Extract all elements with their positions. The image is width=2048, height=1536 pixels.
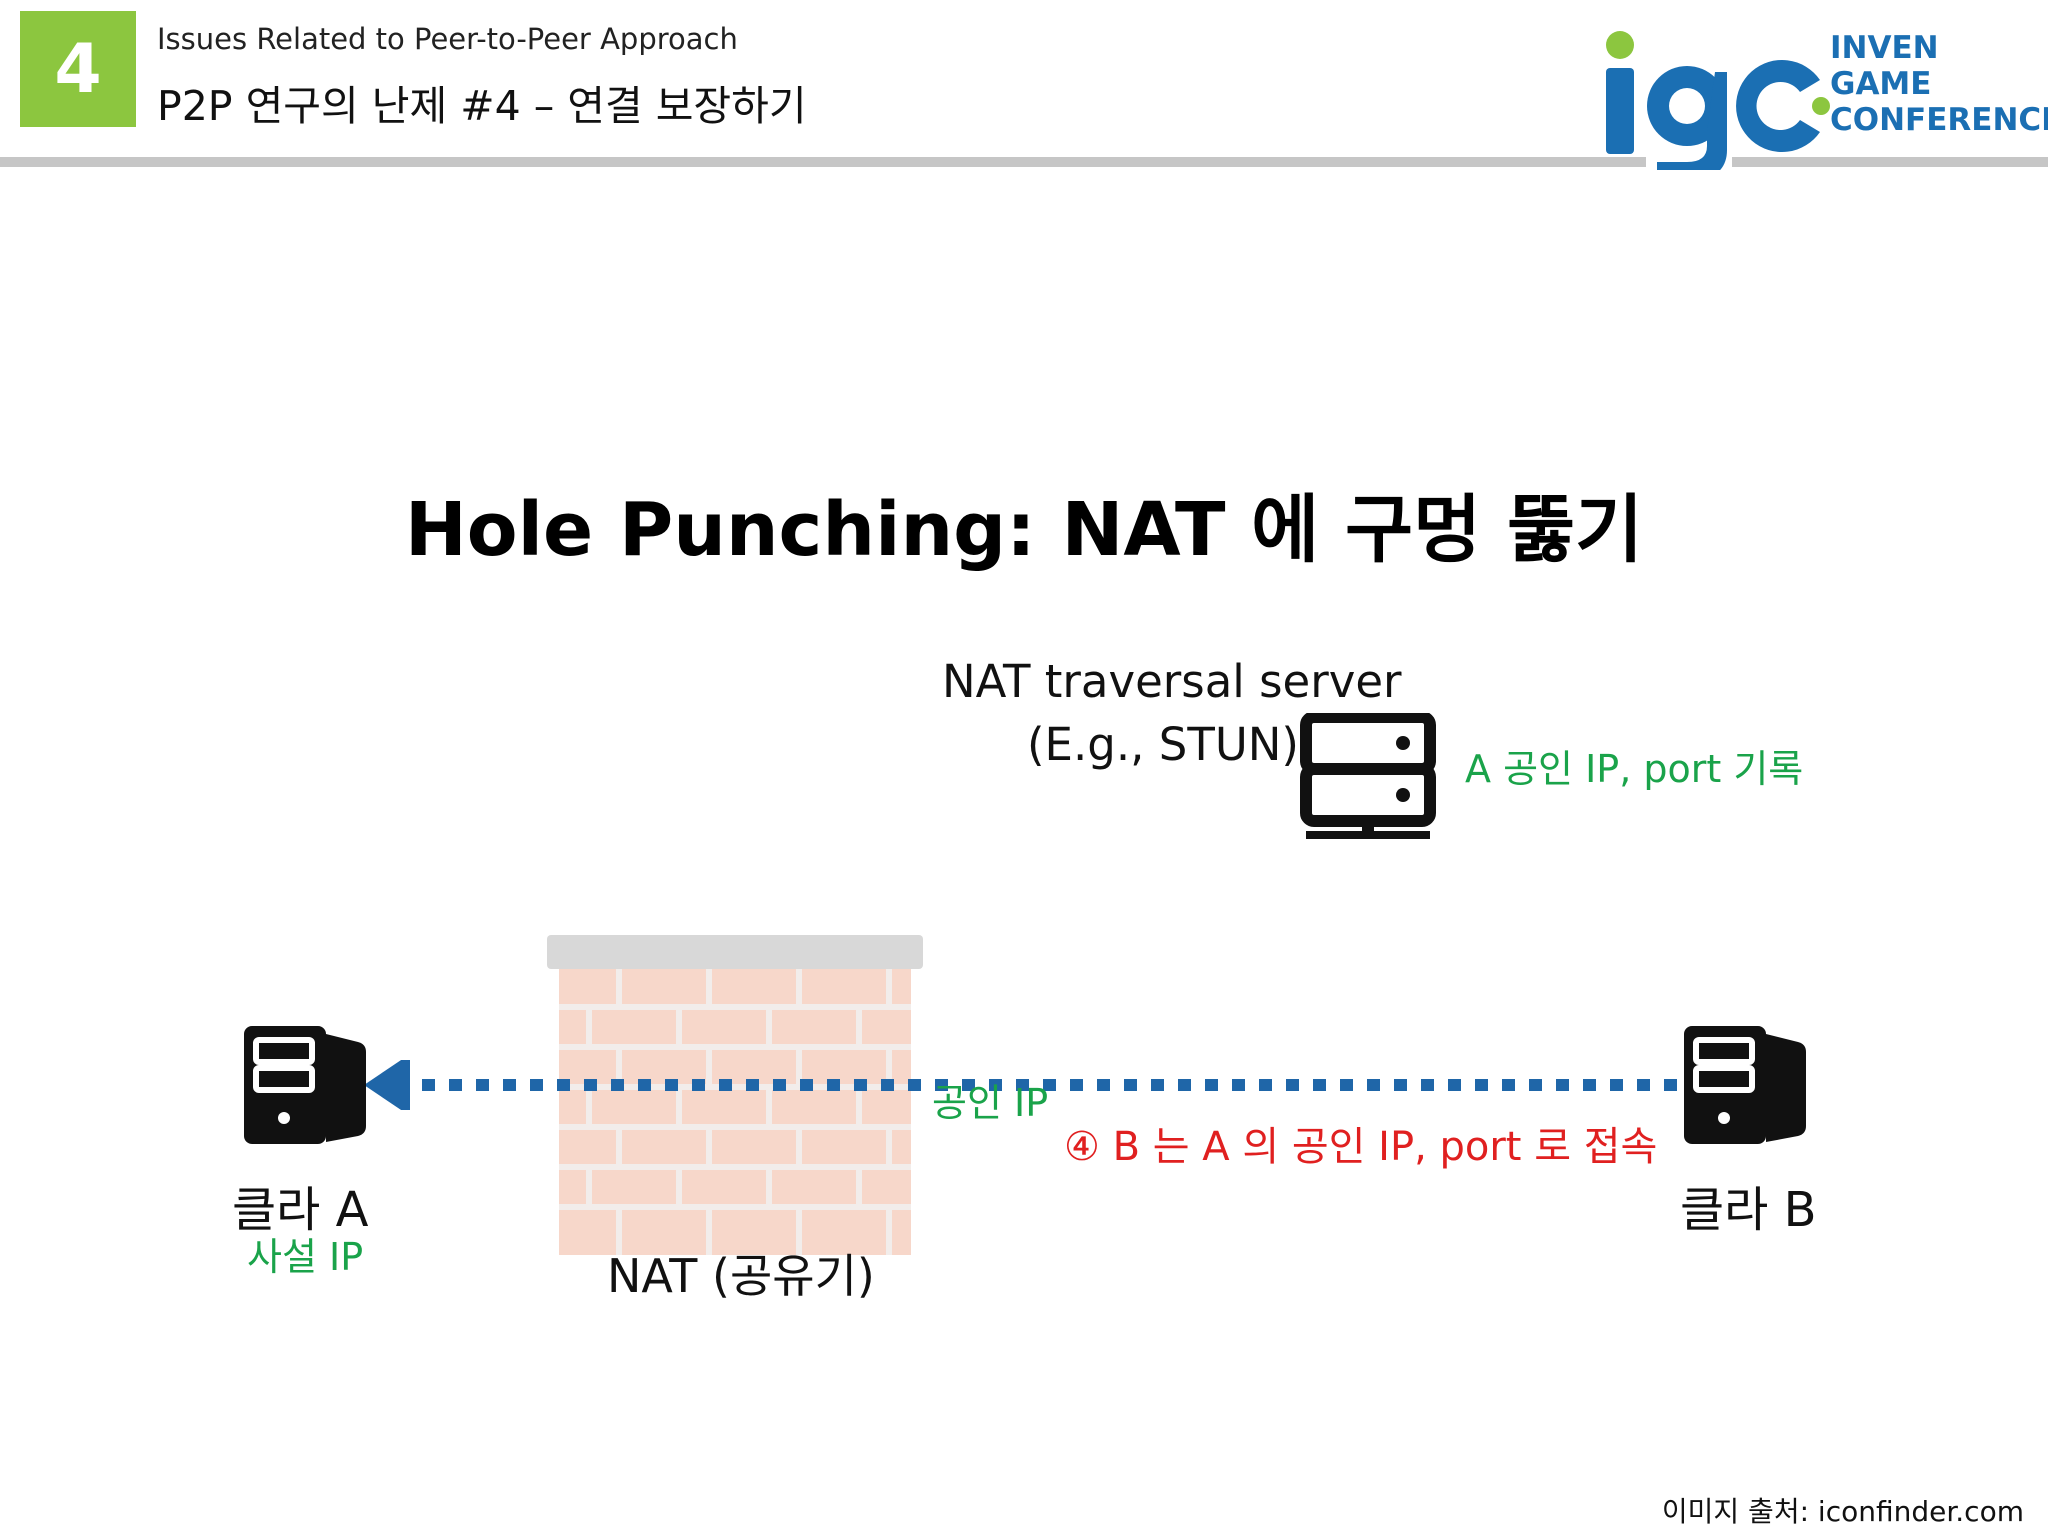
header-divider (0, 157, 2048, 167)
header-subtitle-english: Issues Related to Peer-to-Peer Approach (157, 22, 738, 56)
logo-line-game: GAME (1830, 66, 1932, 102)
image-credit: 이미지 출처: iconfinder.com (1661, 1495, 2024, 1528)
server-label-line2: (E.g., STUN) (1027, 718, 1299, 771)
desktop-computer-icon (1684, 1026, 1806, 1144)
logo-line-conference: CONFERENCE (1830, 102, 2048, 138)
section-number-badge: 4 (20, 11, 136, 127)
nat-label: NAT (공유기) (607, 1249, 875, 1303)
header-subtitle-korean: P2P 연구의 난제 #4 – 연결 보장하기 (157, 82, 807, 130)
igc-logo-text: INVEN GAME CONFERENCE (1830, 30, 2048, 138)
brick-wall-icon (547, 935, 923, 1255)
igc-logo (1606, 31, 1830, 170)
slide-title: Hole Punching: NAT 에 구멍 뚫기 (404, 487, 1644, 573)
desktop-computer-icon (244, 1026, 366, 1144)
client-a-private-ip: 사설 IP (247, 1235, 364, 1279)
server-icon (1300, 713, 1436, 839)
dotted-arrow-icon (364, 1060, 1688, 1110)
server-note: A 공인 IP, port 기록 (1465, 747, 1804, 791)
server-label-line1: NAT traversal server (942, 655, 1402, 708)
client-a-label: 클라 A (232, 1182, 369, 1238)
logo-line-inven: INVEN (1830, 30, 1939, 66)
step-4-label: ④ B 는 A 의 공인 IP, port 로 접속 (1064, 1124, 1658, 1170)
public-ip-label: 공인 IP (932, 1081, 1049, 1125)
client-b-label: 클라 B (1680, 1182, 1817, 1238)
